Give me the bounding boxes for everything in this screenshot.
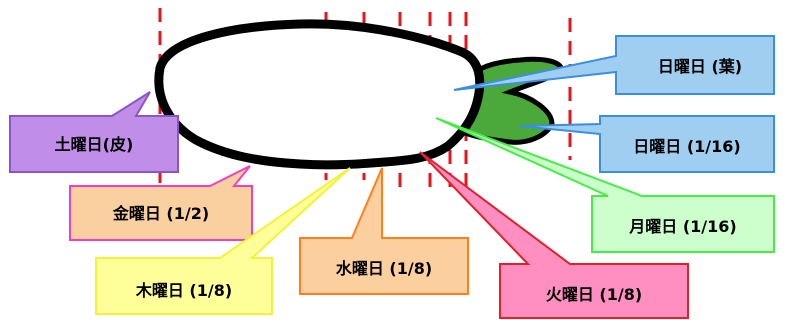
callout-sunday-small: 日曜日 (1/16) xyxy=(519,115,775,173)
callout-wednesday: 水曜日 (1/8) xyxy=(299,167,469,295)
callout-label: 火曜日 (1/8) xyxy=(546,285,642,304)
radish-body xyxy=(154,19,485,170)
callout-sunday-leaves: 日曜日 (葉) xyxy=(453,35,775,95)
callout-saturday-peel: 土曜日(皮) xyxy=(9,91,179,173)
callout-thursday: 木曜日 (1/8) xyxy=(95,167,351,315)
callout-label: 日曜日 (葉) xyxy=(658,57,742,76)
callout-label: 金曜日 (1/2) xyxy=(112,204,209,223)
callout-label: 木曜日 (1/8) xyxy=(135,281,232,300)
callout-friday: 金曜日 (1/2) xyxy=(69,165,253,241)
callout-label: 日曜日 (1/16) xyxy=(633,137,740,156)
callout-label: 土曜日(皮) xyxy=(55,135,134,154)
callout-monday: 月曜日 (1/16) xyxy=(435,117,775,253)
callout-label: 月曜日 (1/16) xyxy=(628,217,736,236)
callout-tuesday: 火曜日 (1/8) xyxy=(419,151,689,319)
callout-label: 水曜日 (1/8) xyxy=(336,259,432,278)
